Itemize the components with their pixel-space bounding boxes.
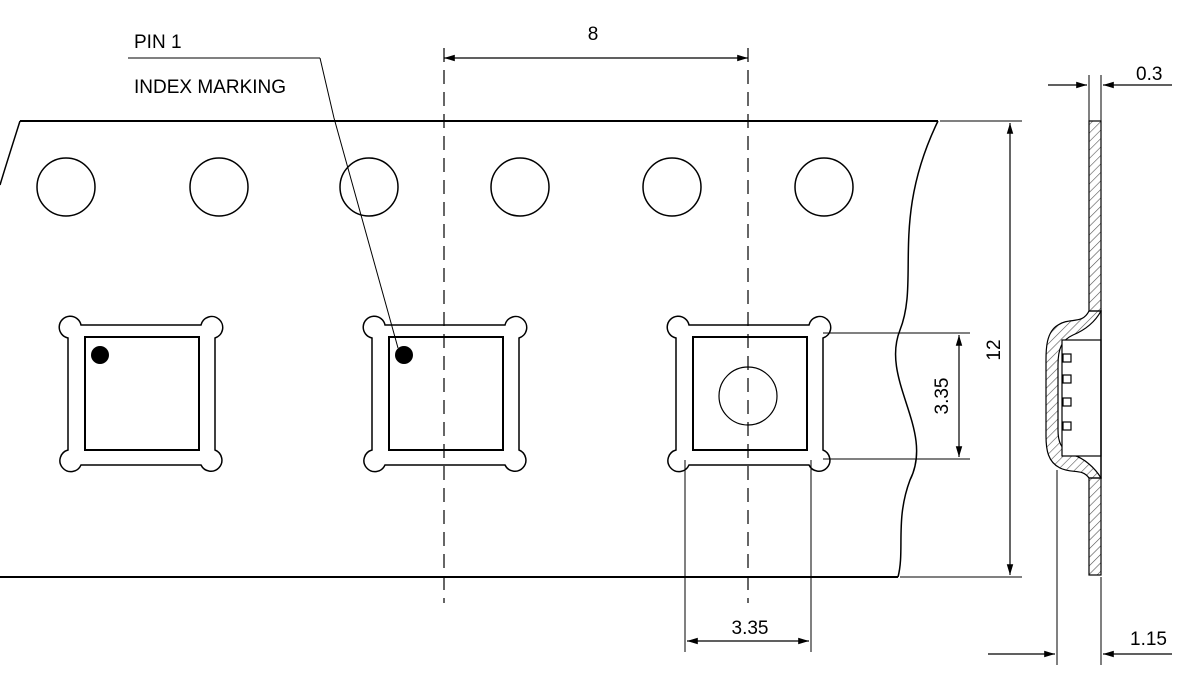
pocket-hole <box>718 366 778 426</box>
pitch-label: 8 <box>588 24 599 45</box>
pin1-callout: PIN 1 INDEX MARKING <box>128 32 399 349</box>
dimension-pocket-height: 3.35 <box>823 332 970 460</box>
pin1-dot <box>91 346 109 364</box>
pocket-3 <box>666 315 832 473</box>
pocket-2 <box>362 315 528 473</box>
pin1-dot <box>395 346 413 364</box>
tape-cross-section <box>1045 120 1103 576</box>
index-marking-label: INDEX MARKING <box>134 77 286 98</box>
pocket-1 <box>58 315 224 473</box>
tape-right-break <box>894 120 939 578</box>
dimension-pocket-width: 3.35 <box>684 460 812 652</box>
dimension-tape-thickness: 0.3 <box>1048 64 1172 121</box>
dimension-tape-width: 12 <box>900 120 1022 578</box>
dimension-pitch: 8 <box>444 24 748 62</box>
sprocket-hole <box>339 157 399 217</box>
dimension-pocket-depth: 1.15 <box>988 470 1172 665</box>
sprocket-holes <box>36 157 854 217</box>
sprocket-hole <box>794 157 854 217</box>
pin1-label: PIN 1 <box>134 32 182 53</box>
sprocket-hole <box>642 157 702 217</box>
tape-width-label: 12 <box>984 339 1005 360</box>
sprocket-hole <box>189 157 249 217</box>
tape-thickness-label: 0.3 <box>1136 64 1162 85</box>
pocket-depth-label: 1.15 <box>1130 629 1167 650</box>
sprocket-hole <box>490 157 550 217</box>
pocket-height-label: 3.35 <box>932 378 953 415</box>
centerlines <box>443 48 749 603</box>
tape-left-break <box>0 120 21 186</box>
pocket-width-label: 3.35 <box>732 618 769 639</box>
sprocket-hole <box>36 157 96 217</box>
